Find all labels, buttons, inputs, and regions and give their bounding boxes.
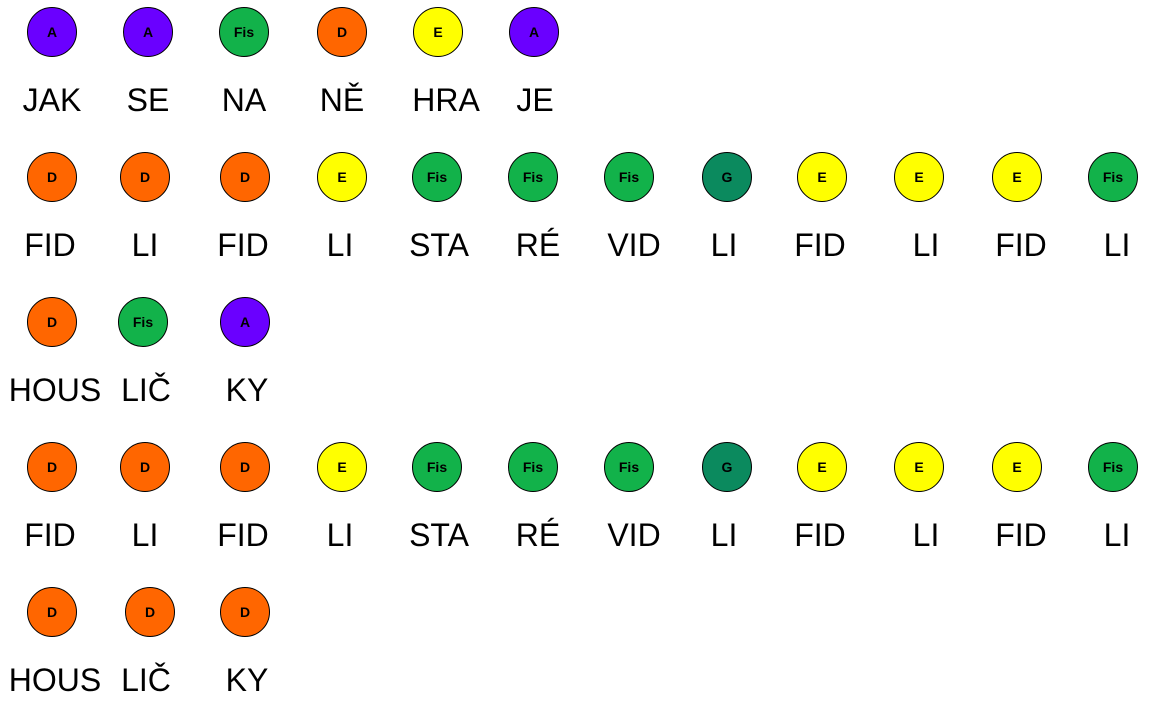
lyric-syllable: FID bbox=[794, 517, 846, 553]
note-circle: A bbox=[27, 7, 77, 57]
note-circle: G bbox=[702, 152, 752, 202]
note-circle: Fis bbox=[219, 7, 269, 57]
note-circle: Fis bbox=[412, 442, 462, 492]
note-circle: D bbox=[120, 442, 170, 492]
note-circle: D bbox=[220, 152, 270, 202]
note-circle: A bbox=[220, 297, 270, 347]
lyric-syllable: LI bbox=[1103, 227, 1131, 263]
note-circle: E bbox=[797, 152, 847, 202]
note-circle: A bbox=[509, 7, 559, 57]
note-circle: E bbox=[894, 152, 944, 202]
song-line: D HOUS D LIČ D KY bbox=[0, 587, 1149, 707]
note-circle: Fis bbox=[1088, 442, 1138, 492]
note-circle: E bbox=[797, 442, 847, 492]
note-circle: D bbox=[27, 587, 77, 637]
lyric-syllable: LI bbox=[326, 227, 354, 263]
note-circle: Fis bbox=[1088, 152, 1138, 202]
note-circle: D bbox=[125, 587, 175, 637]
lyric-syllable: STA bbox=[409, 227, 469, 263]
note-circle: Fis bbox=[508, 442, 558, 492]
note-circle: Fis bbox=[412, 152, 462, 202]
note-circle: E bbox=[413, 7, 463, 57]
note-circle: D bbox=[317, 7, 367, 57]
lyric-syllable: FID bbox=[217, 517, 269, 553]
lyric-syllable: VID bbox=[607, 517, 661, 553]
note-circle: G bbox=[702, 442, 752, 492]
note-circle: E bbox=[317, 442, 367, 492]
note-circle: A bbox=[123, 7, 173, 57]
lyric-syllable: HOUS bbox=[8, 372, 102, 408]
lyric-syllable: FID bbox=[995, 227, 1047, 263]
note-circle: E bbox=[992, 152, 1042, 202]
lyric-syllable: FID bbox=[24, 227, 76, 263]
lyric-syllable: HRA bbox=[412, 82, 480, 118]
lyric-syllable: LI bbox=[131, 517, 159, 553]
note-circle: Fis bbox=[118, 297, 168, 347]
note-circle: E bbox=[317, 152, 367, 202]
note-circle: D bbox=[27, 297, 77, 347]
lyric-syllable: SE bbox=[126, 82, 170, 118]
lyric-syllable: LIČ bbox=[121, 372, 171, 408]
lyric-syllable: LIČ bbox=[121, 662, 171, 698]
note-circle: Fis bbox=[508, 152, 558, 202]
lyric-syllable: LI bbox=[912, 517, 940, 553]
lyric-syllable: LI bbox=[710, 517, 738, 553]
note-circle: D bbox=[27, 152, 77, 202]
lyric-syllable: KY bbox=[225, 372, 269, 408]
note-circle: D bbox=[220, 587, 270, 637]
lyric-syllable: HOUS bbox=[8, 662, 102, 698]
lyric-syllable: NA bbox=[221, 82, 267, 118]
lyric-syllable: NĚ bbox=[319, 82, 365, 118]
lyric-syllable: FID bbox=[995, 517, 1047, 553]
note-circle: E bbox=[894, 442, 944, 492]
note-circle: Fis bbox=[604, 152, 654, 202]
lyric-syllable: LI bbox=[131, 227, 159, 263]
lyric-syllable: LI bbox=[326, 517, 354, 553]
lyric-syllable: RÉ bbox=[515, 227, 561, 263]
lyric-syllable: FID bbox=[217, 227, 269, 263]
note-circle: E bbox=[992, 442, 1042, 492]
lyric-syllable: KY bbox=[225, 662, 269, 698]
lyric-syllable: LI bbox=[710, 227, 738, 263]
lyric-syllable: JAK bbox=[22, 82, 82, 118]
note-circle: D bbox=[120, 152, 170, 202]
lyric-syllable: STA bbox=[409, 517, 469, 553]
lyric-syllable: RÉ bbox=[515, 517, 561, 553]
note-circle: D bbox=[220, 442, 270, 492]
note-circle: D bbox=[27, 442, 77, 492]
lyric-syllable: LI bbox=[912, 227, 940, 263]
lyric-syllable: FID bbox=[24, 517, 76, 553]
lyric-syllable: JE bbox=[516, 82, 554, 118]
note-circle: Fis bbox=[604, 442, 654, 492]
lyric-syllable: FID bbox=[794, 227, 846, 263]
lyric-syllable: LI bbox=[1103, 517, 1131, 553]
lyric-syllable: VID bbox=[607, 227, 661, 263]
